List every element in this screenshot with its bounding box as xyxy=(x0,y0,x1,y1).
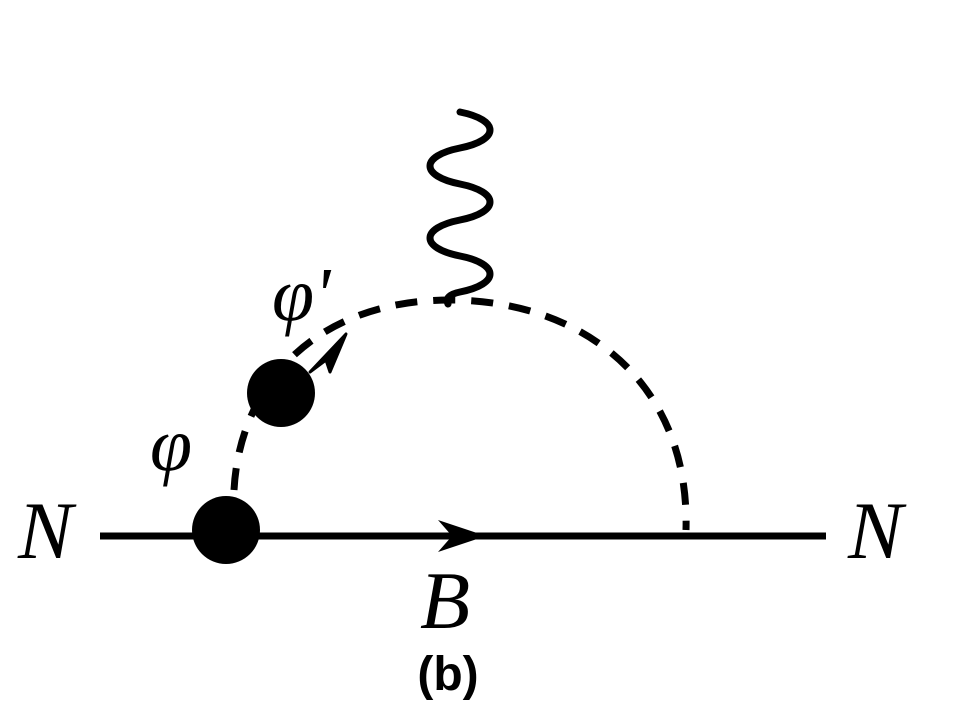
photon-wavy-line xyxy=(426,108,494,308)
label-nucleon-out: N xyxy=(847,485,907,576)
baryon-arrow-icon xyxy=(438,520,486,552)
vertex-blob-upper xyxy=(247,359,315,427)
vertex-blob-lower xyxy=(192,496,260,564)
meson-arrow-icon xyxy=(308,332,348,374)
label-nucleon-in: N xyxy=(17,485,77,576)
label-baryon: B xyxy=(420,555,470,646)
label-meson: φ xyxy=(150,403,192,487)
figure-caption: (b) xyxy=(417,648,478,701)
label-meson-prime: φ' xyxy=(272,253,332,337)
